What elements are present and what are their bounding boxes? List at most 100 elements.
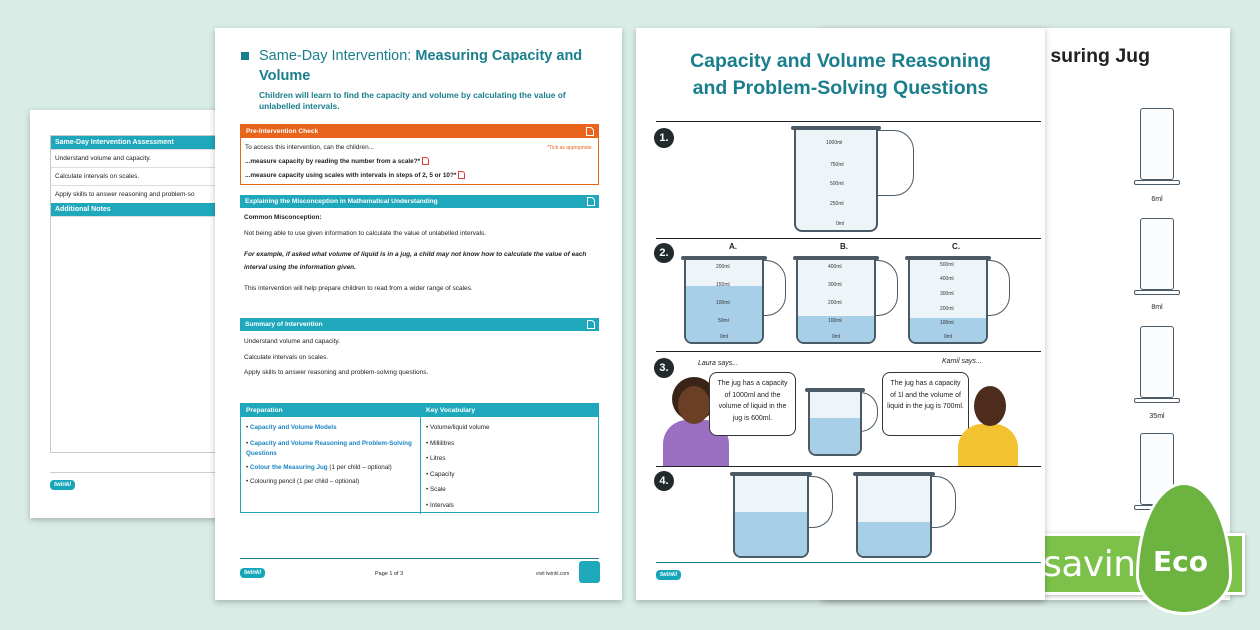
pre-check-body: *Tick as appropriate. To access this int… (241, 138, 598, 184)
scale-label: 400ml (828, 264, 842, 270)
reasoning-sheet: Capacity and Volume Reasoning and Proble… (636, 28, 1045, 600)
measuring-jug-c: 500ml 400ml 300ml 200ml 100ml 0ml (905, 256, 1010, 344)
list-item: • Volume/liquid volume (426, 424, 490, 431)
summary-header: Summary of Intervention (240, 318, 599, 331)
resource-link[interactable]: Capacity and Volume Reasoning and Proble… (246, 439, 412, 457)
jug-rim (791, 126, 881, 130)
table-body: • Capacity and Volume Models • Capacity … (241, 417, 598, 514)
kamil-speech-bubble: The jug has a capacity of 1l and the vol… (882, 372, 969, 436)
laura-speech-bubble: The jug has a capacity of 1000ml and the… (709, 372, 796, 436)
footer-divider (656, 562, 1041, 563)
jug-body (684, 260, 764, 344)
jug-label: A. (729, 242, 737, 251)
question-number: 4. (654, 471, 674, 491)
measuring-cylinder (1140, 108, 1174, 180)
jug-rim (681, 256, 767, 260)
jug-handle (928, 476, 956, 528)
kamil-face (974, 386, 1006, 426)
misconception-help: This intervention will help prepare chil… (244, 285, 473, 292)
scale-label: 300ml (940, 291, 954, 297)
scale-label: 500ml (830, 181, 844, 187)
checkbox-icon[interactable] (458, 171, 466, 180)
scale-label: 100ml (716, 300, 730, 306)
cylinder-base (1134, 398, 1180, 403)
divider (656, 466, 1041, 467)
eco-label: Eco (1153, 545, 1208, 578)
jug-rim (853, 472, 935, 476)
assessment-row: Apply skills to answer reasoning and pro… (51, 185, 227, 203)
scale-label: 500ml (940, 262, 954, 268)
scale-label: 150ml (716, 282, 730, 288)
scale-label: 250ml (830, 201, 844, 207)
measuring-jug (853, 472, 956, 558)
summary-item: Apply skills to answer reasoning and pro… (244, 369, 429, 376)
summary-item: Understand volume and capacity. (244, 338, 340, 345)
scale-label: 200ml (716, 264, 730, 270)
question-number: 2. (654, 243, 674, 263)
assessment-header: Same-Day Intervention Assessment (51, 136, 227, 149)
misconception-body: Common Misconception: Not being able to … (244, 211, 594, 295)
cylinder-base (1134, 180, 1180, 185)
intervention-sheet: Same-Day Intervention: Measuring Capacit… (215, 28, 622, 600)
vocabulary-header: Key Vocabulary (426, 407, 475, 414)
pre-check-item-text: ...measure capacity using scales with in… (245, 172, 457, 179)
scale-label: 750ml (830, 162, 844, 168)
visit-link: visit twinkl.com (536, 571, 570, 577)
summary-title: Summary of Intervention (245, 321, 323, 328)
title-bold: Measuring Capacity and Volume (259, 48, 583, 84)
kamil-figure (958, 424, 1018, 466)
assessment-row: Calculate intervals on scales. (51, 167, 227, 185)
cylinder-base (1134, 290, 1180, 295)
jug-label: B. (840, 242, 848, 251)
summary-section: Summary of Intervention (240, 318, 599, 331)
resource-link[interactable]: Colour the Measuring Jug (249, 463, 328, 471)
footer-divider (50, 472, 228, 473)
misconception-label: Common Misconception: (244, 214, 322, 221)
quality-badge-icon (579, 561, 600, 583)
question-number: 1. (654, 128, 674, 148)
page-title: Same-Day Intervention: Measuring Capacit… (259, 46, 604, 86)
measuring-jug (730, 472, 833, 558)
list-item: • Colour the Measuring Jug (1 per child … (246, 463, 392, 471)
list-item: • Colouring pencil (1 per child – option… (246, 477, 360, 485)
colour-sheet-title: suring Jug (1050, 45, 1150, 67)
page-corner-icon (586, 127, 594, 136)
resource-text: Colouring pencil (1 per child – optional… (249, 477, 360, 485)
divider (656, 121, 1041, 122)
vocab-word: Scale (429, 486, 446, 493)
scale-label: 100ml (828, 318, 842, 324)
list-item: • Scale (426, 486, 446, 493)
scale-label: 50ml (718, 318, 729, 324)
jug-body (796, 260, 876, 344)
jug-rim (805, 388, 865, 392)
scale-label: 0ml (720, 334, 729, 340)
misconception-title: Explaining the Misconception in Mathemat… (245, 198, 438, 205)
measuring-cylinder (1140, 326, 1174, 398)
list-item: • Capacity and Volume Reasoning and Prob… (246, 439, 412, 457)
preparation-vocabulary-table: Preparation Key Vocabulary • Capacity an… (240, 403, 599, 514)
jug-water (810, 418, 860, 454)
page-number: Page 1 of 3 (375, 571, 404, 577)
reasoning-title-text: Capacity and Volume Reasoning and Proble… (690, 50, 991, 99)
resource-link[interactable]: Capacity and Volume Models (249, 424, 337, 431)
jug-water (910, 318, 986, 342)
measuring-cylinder (1140, 218, 1174, 290)
cylinder-label: 6ml (1151, 196, 1163, 203)
jug-body (908, 260, 988, 344)
jug-handle (872, 130, 914, 196)
preparation-header: Preparation (246, 407, 283, 414)
measuring-jug-a: 200ml 150ml 100ml 50ml 0ml (681, 256, 786, 344)
tick-note: *Tick as appropriate. (547, 145, 593, 151)
page-corner-icon (587, 197, 595, 206)
preparation-list: • Capacity and Volume Models • Capacity … (241, 417, 421, 514)
table-header: Preparation Key Vocabulary (241, 404, 598, 417)
scale-label: 0ml (944, 334, 953, 340)
checkbox-icon[interactable] (422, 157, 430, 166)
pre-intervention-check: Pre-Intervention Check *Tick as appropri… (240, 124, 599, 185)
title-prefix: Same-Day Intervention: (259, 48, 416, 64)
pre-check-title: Pre-Intervention Check (246, 128, 319, 135)
notes-area (51, 216, 227, 452)
scale-label: 100ml (940, 320, 954, 326)
scale-label: 200ml (940, 306, 954, 312)
assessment-row: Understand volume and capacity. (51, 149, 227, 167)
